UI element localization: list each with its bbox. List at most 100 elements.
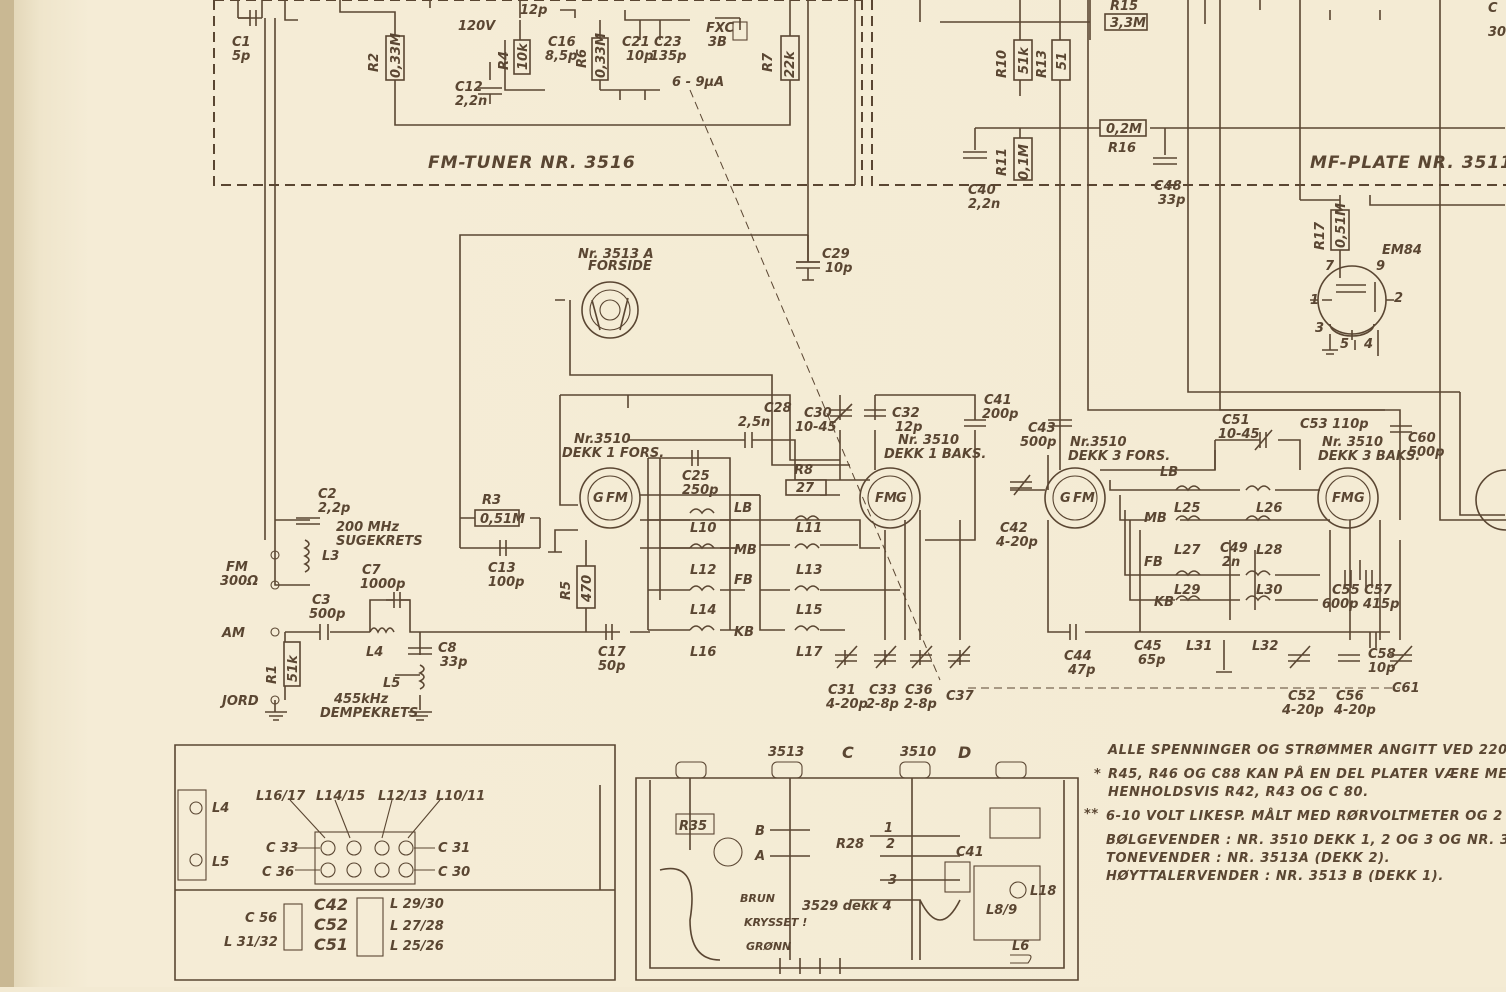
svg-text:BRUN: BRUN [740, 892, 775, 905]
voltage-120v: 120V [458, 19, 496, 34]
svg-text:C12: C12 [455, 80, 483, 95]
svg-text:C 56: C 56 [245, 911, 277, 926]
svg-text:C44: C44 [1064, 649, 1092, 664]
svg-text:33p: 33p [1158, 193, 1185, 208]
svg-text:FM: FM [606, 491, 628, 506]
layout-panel-right: 3513 C 3510 D R35 B A R28 1 2 3 C41 BRUN… [635, 743, 1079, 981]
c43-capacitor: C43 500p [1020, 419, 1072, 450]
c7-capacitor: C7 1000p [360, 563, 410, 608]
l3-coil: L3 [303, 539, 339, 573]
svg-text:2-8p: 2-8p [904, 697, 937, 712]
svg-text:FM: FM [1332, 491, 1354, 506]
svg-text:FXC: FXC [706, 21, 734, 36]
svg-text:7: 7 [1325, 259, 1335, 274]
note-line-7: HØYTTALERVENDER : NR. 3513 B (DEKK 1). [1106, 869, 1444, 884]
coil-bank-deck3: L25 L27 L29 L31 L26 L28 L30 L32 LB MB FB… [1144, 465, 1282, 654]
svg-text:47p: 47p [1067, 663, 1095, 678]
svg-text:C: C [842, 743, 854, 762]
c25-capacitor: C25 250p [682, 450, 718, 498]
svg-text:L6: L6 [1012, 939, 1029, 954]
note-mark-single: * [1094, 767, 1101, 782]
c28-capacitor: C28 2,5n [738, 401, 792, 448]
svg-text:KB: KB [734, 625, 754, 640]
c2-capacitor: C2 2,2p [296, 487, 350, 525]
svg-text:C41: C41 [956, 845, 984, 860]
svg-text:4-20p: 4-20p [995, 535, 1038, 550]
c16-label: C16 8,5p [545, 35, 577, 64]
deck3-wiring [1010, 420, 1401, 640]
l5-coil: L5 [383, 664, 432, 721]
svg-text:4-20p: 4-20p [1281, 703, 1324, 718]
svg-text:4-20p: 4-20p [1333, 703, 1376, 718]
svg-text:C21: C21 [622, 35, 650, 50]
em84-tube: EM84 1 2 3 4 5 7 9 [1310, 243, 1422, 356]
svg-text:C1: C1 [232, 35, 251, 50]
svg-text:L3: L3 [322, 549, 339, 564]
svg-text:C29: C29 [822, 247, 850, 262]
svg-text:L4: L4 [366, 645, 383, 660]
svg-text:Nr. 3510: Nr. 3510 [1322, 435, 1383, 450]
svg-text:500p: 500p [1408, 445, 1444, 460]
svg-text:1: 1 [1310, 293, 1319, 308]
svg-text:R2: R2 [367, 53, 382, 72]
svg-text:10p: 10p [626, 49, 653, 64]
svg-text:L8/9: L8/9 [986, 903, 1017, 918]
svg-text:DEKK 3 FORS.: DEKK 3 FORS. [1068, 449, 1170, 464]
coil-bank-deck1: L10 L12 L14 L16 L11 L13 L15 L17 LB MB FB… [689, 501, 823, 660]
svg-text:L27: L27 [1174, 543, 1201, 558]
note-mark-double: ** [1084, 807, 1099, 822]
svg-text:1000p: 1000p [360, 577, 406, 592]
r3-resistor: R3 0,51M [474, 493, 525, 527]
svg-text:R17: R17 [1313, 221, 1328, 250]
svg-text:C30: C30 [804, 406, 832, 421]
svg-text:500p: 500p [1020, 435, 1056, 450]
svg-text:200p: 200p [982, 407, 1018, 422]
svg-text:C43: C43 [1028, 421, 1056, 436]
trimmers-deck3: C52 4-20p C56 4-20p C58 10p C61 [1216, 632, 1420, 718]
svg-text:0,51M: 0,51M [480, 512, 525, 527]
svg-text:C58: C58 [1368, 647, 1396, 662]
svg-text:FM: FM [875, 491, 897, 506]
svg-text:L 25/26: L 25/26 [390, 939, 444, 954]
svg-text:R10: R10 [995, 50, 1010, 78]
svg-text:51: 51 [1055, 52, 1070, 70]
c60-capacitor: C60 500p [1390, 425, 1444, 460]
fm-tuner-wiring [237, 0, 856, 540]
jord-label: JORD [219, 694, 259, 709]
svg-text:2,2n: 2,2n [455, 94, 487, 109]
svg-text:G: G [593, 491, 604, 506]
svg-text:FORSIDE: FORSIDE [588, 259, 652, 274]
svg-text:L11: L11 [796, 521, 822, 536]
svg-text:L32: L32 [1252, 639, 1278, 654]
svg-text:C3: C3 [312, 593, 331, 608]
svg-text:C55 C57: C55 C57 [1332, 583, 1393, 598]
sugekrets-label: SUGEKRETS [336, 534, 423, 549]
svg-text:0,33M: 0,33M [389, 33, 404, 78]
c48-capacitor: C48 33p [1153, 157, 1185, 208]
svg-text:C31: C31 [828, 683, 856, 698]
svg-text:33p: 33p [440, 655, 467, 670]
c12-capacitor: C12 2,2n [455, 80, 502, 109]
svg-text:2: 2 [886, 837, 895, 852]
paper-edge [0, 0, 14, 987]
mf-plate-title: MF-PLATE NR. 3511 [1310, 153, 1506, 173]
svg-text:FB: FB [734, 573, 753, 588]
svg-text:R11: R11 [995, 148, 1010, 176]
c44-capacitor: C44 47p [1064, 624, 1095, 678]
svg-text:C52: C52 [1288, 689, 1316, 704]
r7-resistor: R7 22k [761, 35, 800, 81]
svg-text:KB: KB [1154, 595, 1174, 610]
l4-coil: L4 [366, 627, 395, 660]
c45-label: C45 65p [1134, 639, 1165, 668]
svg-text:0,2M: 0,2M [1106, 122, 1142, 137]
r6-resistor: R6 0,33M [575, 33, 609, 81]
svg-text:L14/15: L14/15 [316, 789, 365, 804]
c30-corner-label: C 30 [1488, 1, 1506, 40]
svg-text:R15: R15 [1110, 0, 1138, 14]
svg-text:3529 dekk 4: 3529 dekk 4 [802, 899, 892, 914]
svg-text:Nr.3510: Nr.3510 [1070, 435, 1127, 450]
svg-text:65p: 65p [1138, 653, 1165, 668]
c30-trimmer: C30 10-45 [795, 403, 853, 435]
deck-partial-right [1475, 469, 1506, 531]
